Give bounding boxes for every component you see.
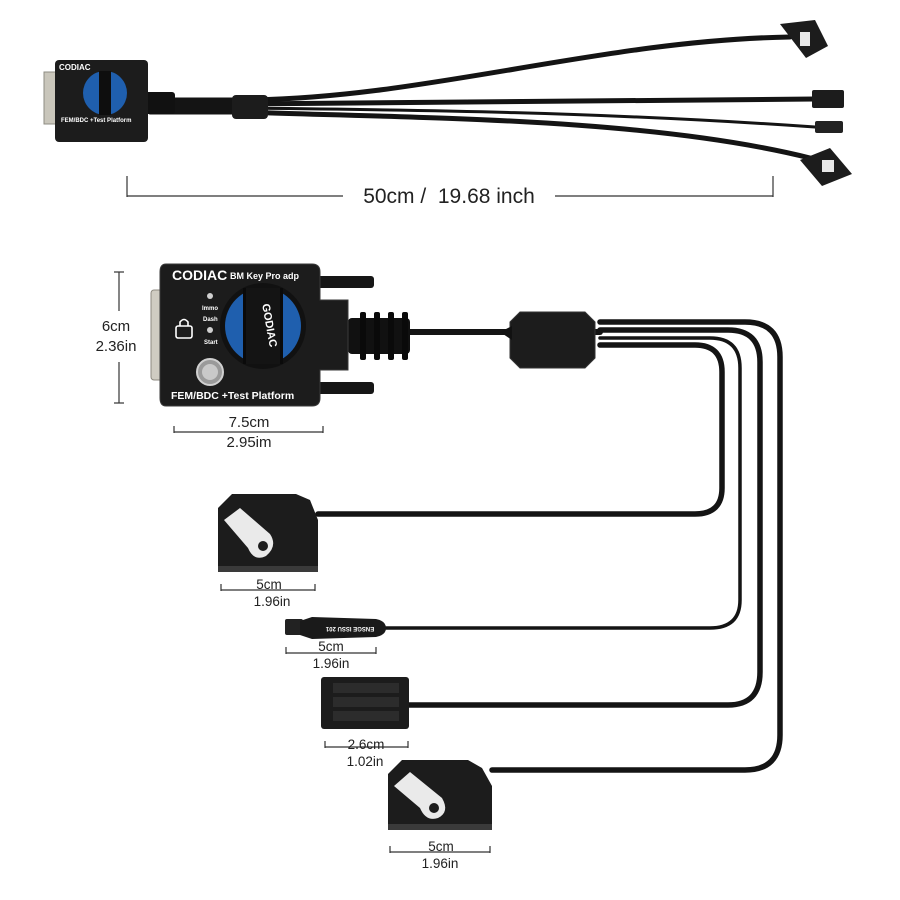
module-width-cm: 7.5cm xyxy=(229,414,270,431)
module-width-dimension: 7.5cm 2.95im xyxy=(173,414,324,451)
strain-relief-rib-2 xyxy=(374,312,380,360)
screw-top xyxy=(308,276,374,288)
splitter-left-cap xyxy=(500,326,512,340)
connector-b: ENSGE ISSU 201 xyxy=(285,617,386,639)
dash-label: Dash xyxy=(203,317,218,323)
connector-d-dimension: 5cm 1.96in xyxy=(389,839,491,871)
connector-b-dimension: 5cm 1.96in xyxy=(285,639,377,671)
connector-c-slot-3 xyxy=(333,711,399,721)
strain-relief-rib-3 xyxy=(388,312,394,360)
connector-b-sleeve xyxy=(300,617,386,639)
overview-cable-2 xyxy=(147,96,818,107)
connector-c-in: 1.02in xyxy=(347,754,384,769)
knob-grip-edge-left xyxy=(243,288,246,364)
connector-a-cm: 5cm xyxy=(256,577,282,592)
connector-c xyxy=(321,677,409,729)
start-button-cap xyxy=(202,364,218,380)
model-label: BM Key Pro adp xyxy=(230,271,300,281)
cable-to-connector-b xyxy=(380,336,742,630)
module-width-in: 2.95im xyxy=(226,434,271,451)
overview-cable-1 xyxy=(147,34,793,103)
car-lock-icon-shackle xyxy=(179,318,189,326)
immo-label: Immo xyxy=(202,306,218,312)
connector-a-pins xyxy=(218,566,318,572)
module-height-in: 2.36in xyxy=(96,338,137,355)
cable-to-connector-d xyxy=(489,319,783,773)
connector-a-in: 1.96in xyxy=(254,594,291,609)
platform-label: FEM/BDC +Test Platform xyxy=(171,390,294,402)
screw-bottom xyxy=(308,382,374,394)
adapter-module: CODIAC BM Key Pro adp GODIAC Immo Dash S… xyxy=(150,263,374,407)
connector-d-latch-pin xyxy=(429,803,439,813)
start-label: Start xyxy=(204,340,218,346)
overall-length-dimension: 50cm / 19.68 inch xyxy=(126,176,774,208)
connector-c-slot-1 xyxy=(333,683,399,693)
cable-to-connector-c xyxy=(405,327,763,708)
overview-connector-a-latch xyxy=(800,32,810,46)
connector-d-cm: 5cm xyxy=(428,839,454,854)
cable-splitter xyxy=(509,311,596,369)
overview-platform: FEM/BDC +Test Platform xyxy=(61,118,131,124)
dash-led xyxy=(207,327,213,333)
connector-d-pins xyxy=(388,824,492,830)
connector-a-latch-pin xyxy=(258,541,268,551)
overview-connector-c xyxy=(812,90,844,108)
car-lock-icon-body xyxy=(175,325,193,339)
strain-relief-rib-1 xyxy=(360,312,366,360)
connector-a xyxy=(218,494,318,572)
connector-b-cm: 5cm xyxy=(318,639,344,654)
module-height-dimension: 6cm 2.36in xyxy=(96,271,137,404)
cable-to-connector-a xyxy=(315,342,725,517)
connector-c-slot-2 xyxy=(333,697,399,707)
module-height-cm: 6cm xyxy=(102,318,130,335)
overview-knob-grip xyxy=(99,71,111,115)
overview-connector-b xyxy=(815,121,843,133)
overview-strain-relief xyxy=(145,92,175,114)
overview-splitter xyxy=(232,95,268,119)
overview-cable-4 xyxy=(147,109,813,161)
strain-relief xyxy=(348,312,410,360)
connector-d xyxy=(388,760,492,830)
overview-cable-assembly: CODIAC FEM/BDC +Test Platform xyxy=(43,20,852,186)
overview-connector-d-latch xyxy=(822,160,834,172)
overview-brand: CODIAC xyxy=(59,63,91,72)
car-lock-icon xyxy=(175,318,193,339)
connector-b-in: 1.96in xyxy=(313,656,350,671)
knob-grip xyxy=(246,288,280,364)
connector-b-print: ENSGE ISSU 201 xyxy=(325,625,374,631)
strain-relief-rib-4 xyxy=(402,312,408,360)
knob-grip-edge-right xyxy=(280,288,283,364)
connector-b-plug xyxy=(285,619,303,635)
overview-cable-3 xyxy=(148,106,817,129)
connector-d-in: 1.96in xyxy=(422,856,459,871)
connector-c-cm: 2.6cm xyxy=(348,737,385,752)
connector-a-dimension: 5cm 1.96in xyxy=(220,577,316,609)
connector-c-dimension: 2.6cm 1.02in xyxy=(324,737,409,769)
brand-logo: CODIAC xyxy=(172,267,227,283)
overall-length-label: 50cm / 19.68 inch xyxy=(363,185,535,208)
immo-led xyxy=(207,293,213,299)
